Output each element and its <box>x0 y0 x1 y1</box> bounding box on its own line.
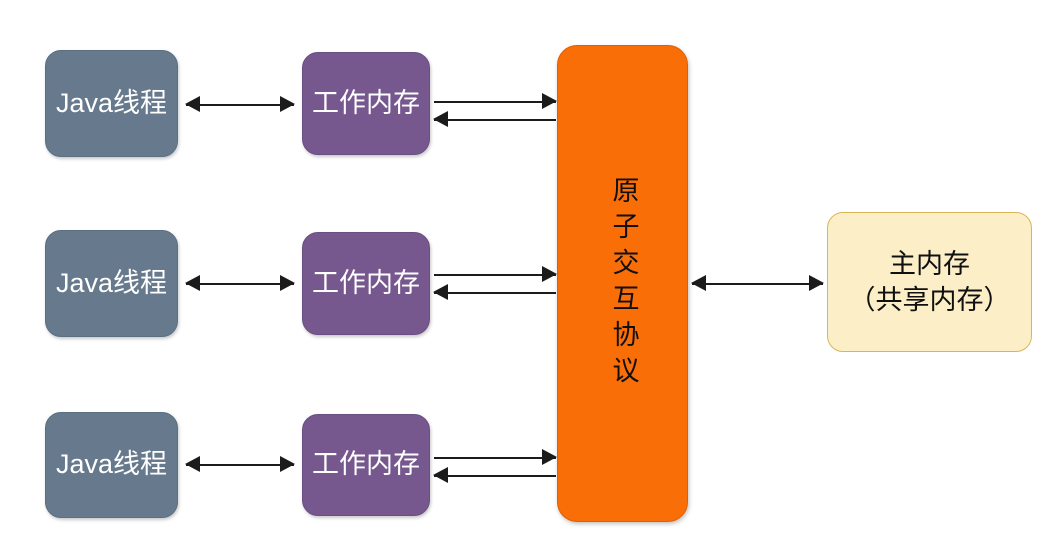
arrow-shaft <box>434 475 556 477</box>
arrow-shaft <box>186 104 294 106</box>
java-thread-box-3[interactable]: Java线程 <box>45 412 178 518</box>
java-thread-box-2[interactable]: Java线程 <box>45 230 178 337</box>
main-memory-label: 主内存 （共享内存） <box>848 248 1011 315</box>
java-thread-label-3: Java线程 <box>55 449 168 480</box>
arrow-shaft <box>434 119 556 121</box>
java-thread-label-2: Java线程 <box>55 267 168 298</box>
arrowhead-right-icon <box>280 275 295 291</box>
arrowhead-right-icon <box>809 275 824 291</box>
working-memory-box-2[interactable]: 工作内存 <box>302 232 430 335</box>
arrow-shaft <box>434 101 556 103</box>
arrow-shaft <box>186 283 294 285</box>
working-memory-box-1[interactable]: 工作内存 <box>302 52 430 155</box>
arrow-shaft <box>186 464 294 466</box>
arrowhead-left-icon <box>433 111 448 127</box>
arrowhead-right-icon <box>542 449 557 465</box>
working-memory-box-3[interactable]: 工作内存 <box>302 414 430 516</box>
atomic-protocol-label: 原子交互协议 <box>608 175 639 392</box>
arrowhead-right-icon <box>280 96 295 112</box>
arrowhead-right-icon <box>542 266 557 282</box>
working-memory-label-2: 工作内存 <box>312 267 420 298</box>
arrow-shaft <box>692 283 823 285</box>
arrowhead-left-icon <box>433 467 448 483</box>
arrowhead-left-icon <box>691 275 706 291</box>
arrow-shaft <box>434 292 556 294</box>
arrow-shaft <box>434 274 556 276</box>
working-memory-label-3: 工作内存 <box>312 449 420 480</box>
main-memory-box[interactable]: 主内存 （共享内存） <box>827 212 1032 352</box>
arrowhead-left-icon <box>185 456 200 472</box>
arrowhead-left-icon <box>185 275 200 291</box>
arrowhead-left-icon <box>433 284 448 300</box>
arrowhead-right-icon <box>542 93 557 109</box>
atomic-protocol-box[interactable]: 原子交互协议 <box>557 45 688 522</box>
arrowhead-left-icon <box>185 96 200 112</box>
java-thread-box-1[interactable]: Java线程 <box>45 50 178 157</box>
arrowhead-right-icon <box>280 456 295 472</box>
working-memory-label-1: 工作内存 <box>312 87 420 118</box>
java-thread-label-1: Java线程 <box>55 87 168 118</box>
arrow-shaft <box>434 457 556 459</box>
